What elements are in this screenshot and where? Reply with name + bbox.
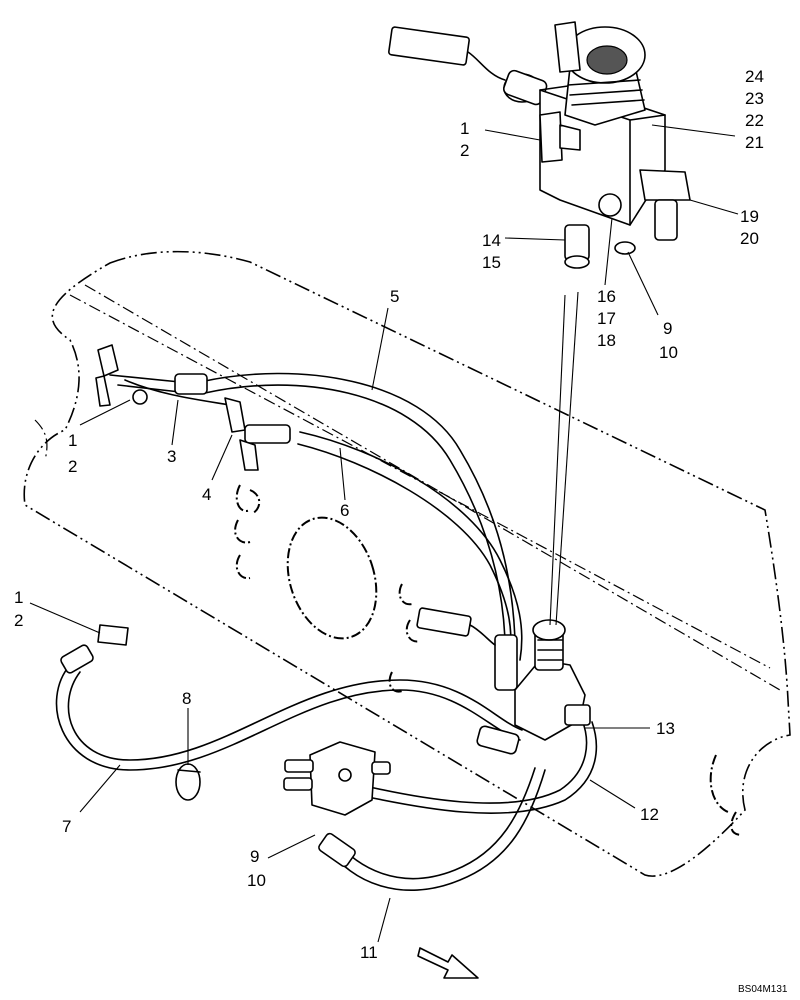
callout-3: 3 — [167, 447, 176, 466]
callout-8: 8 — [182, 689, 191, 708]
callout-10-top: 10 — [659, 343, 678, 362]
callout-12: 12 — [640, 805, 659, 824]
callout-16: 16 — [597, 287, 616, 306]
left-fittings — [95, 344, 291, 646]
callout-23: 23 — [745, 89, 764, 108]
callout-1-top: 1 — [460, 119, 469, 138]
hoses — [55, 372, 598, 891]
callout-1-lower: 1 — [14, 588, 23, 607]
manifold-block — [283, 741, 391, 816]
forward-direction-arrow-icon — [417, 947, 479, 979]
callout-22: 22 — [745, 111, 764, 130]
callout-13: 13 — [656, 719, 675, 738]
lower-valve-assembly — [416, 607, 591, 755]
callout-15: 15 — [482, 253, 501, 272]
callout-1-left: 1 — [68, 431, 77, 450]
callout-14: 14 — [482, 231, 501, 250]
frame-holes — [234, 484, 743, 836]
callout-21: 21 — [745, 133, 764, 152]
callout-5: 5 — [390, 287, 399, 306]
callout-9-bottom: 9 — [250, 847, 259, 866]
callout-17: 17 — [597, 309, 616, 328]
drawing-reference-code: BS04M131 — [738, 984, 788, 995]
callout-labels: 24 23 22 21 1 2 19 20 14 15 16 17 18 9 1… — [14, 67, 788, 995]
callout-19: 19 — [740, 207, 759, 226]
leader-lines — [29, 124, 739, 943]
callout-2-top: 2 — [460, 141, 469, 160]
callout-4: 4 — [202, 485, 211, 504]
callout-9-top: 9 — [663, 319, 672, 338]
callout-2-left: 2 — [68, 457, 77, 476]
callout-10-bottom: 10 — [247, 871, 266, 890]
callout-7: 7 — [62, 817, 71, 836]
hose-clamp — [175, 763, 201, 801]
callout-6: 6 — [340, 501, 349, 520]
callout-2-lower: 2 — [14, 611, 23, 630]
callout-20: 20 — [740, 229, 759, 248]
solenoid-valve-assembly — [388, 21, 691, 269]
callout-24: 24 — [745, 67, 764, 86]
callout-11: 11 — [360, 943, 378, 962]
callout-18: 18 — [597, 331, 616, 350]
